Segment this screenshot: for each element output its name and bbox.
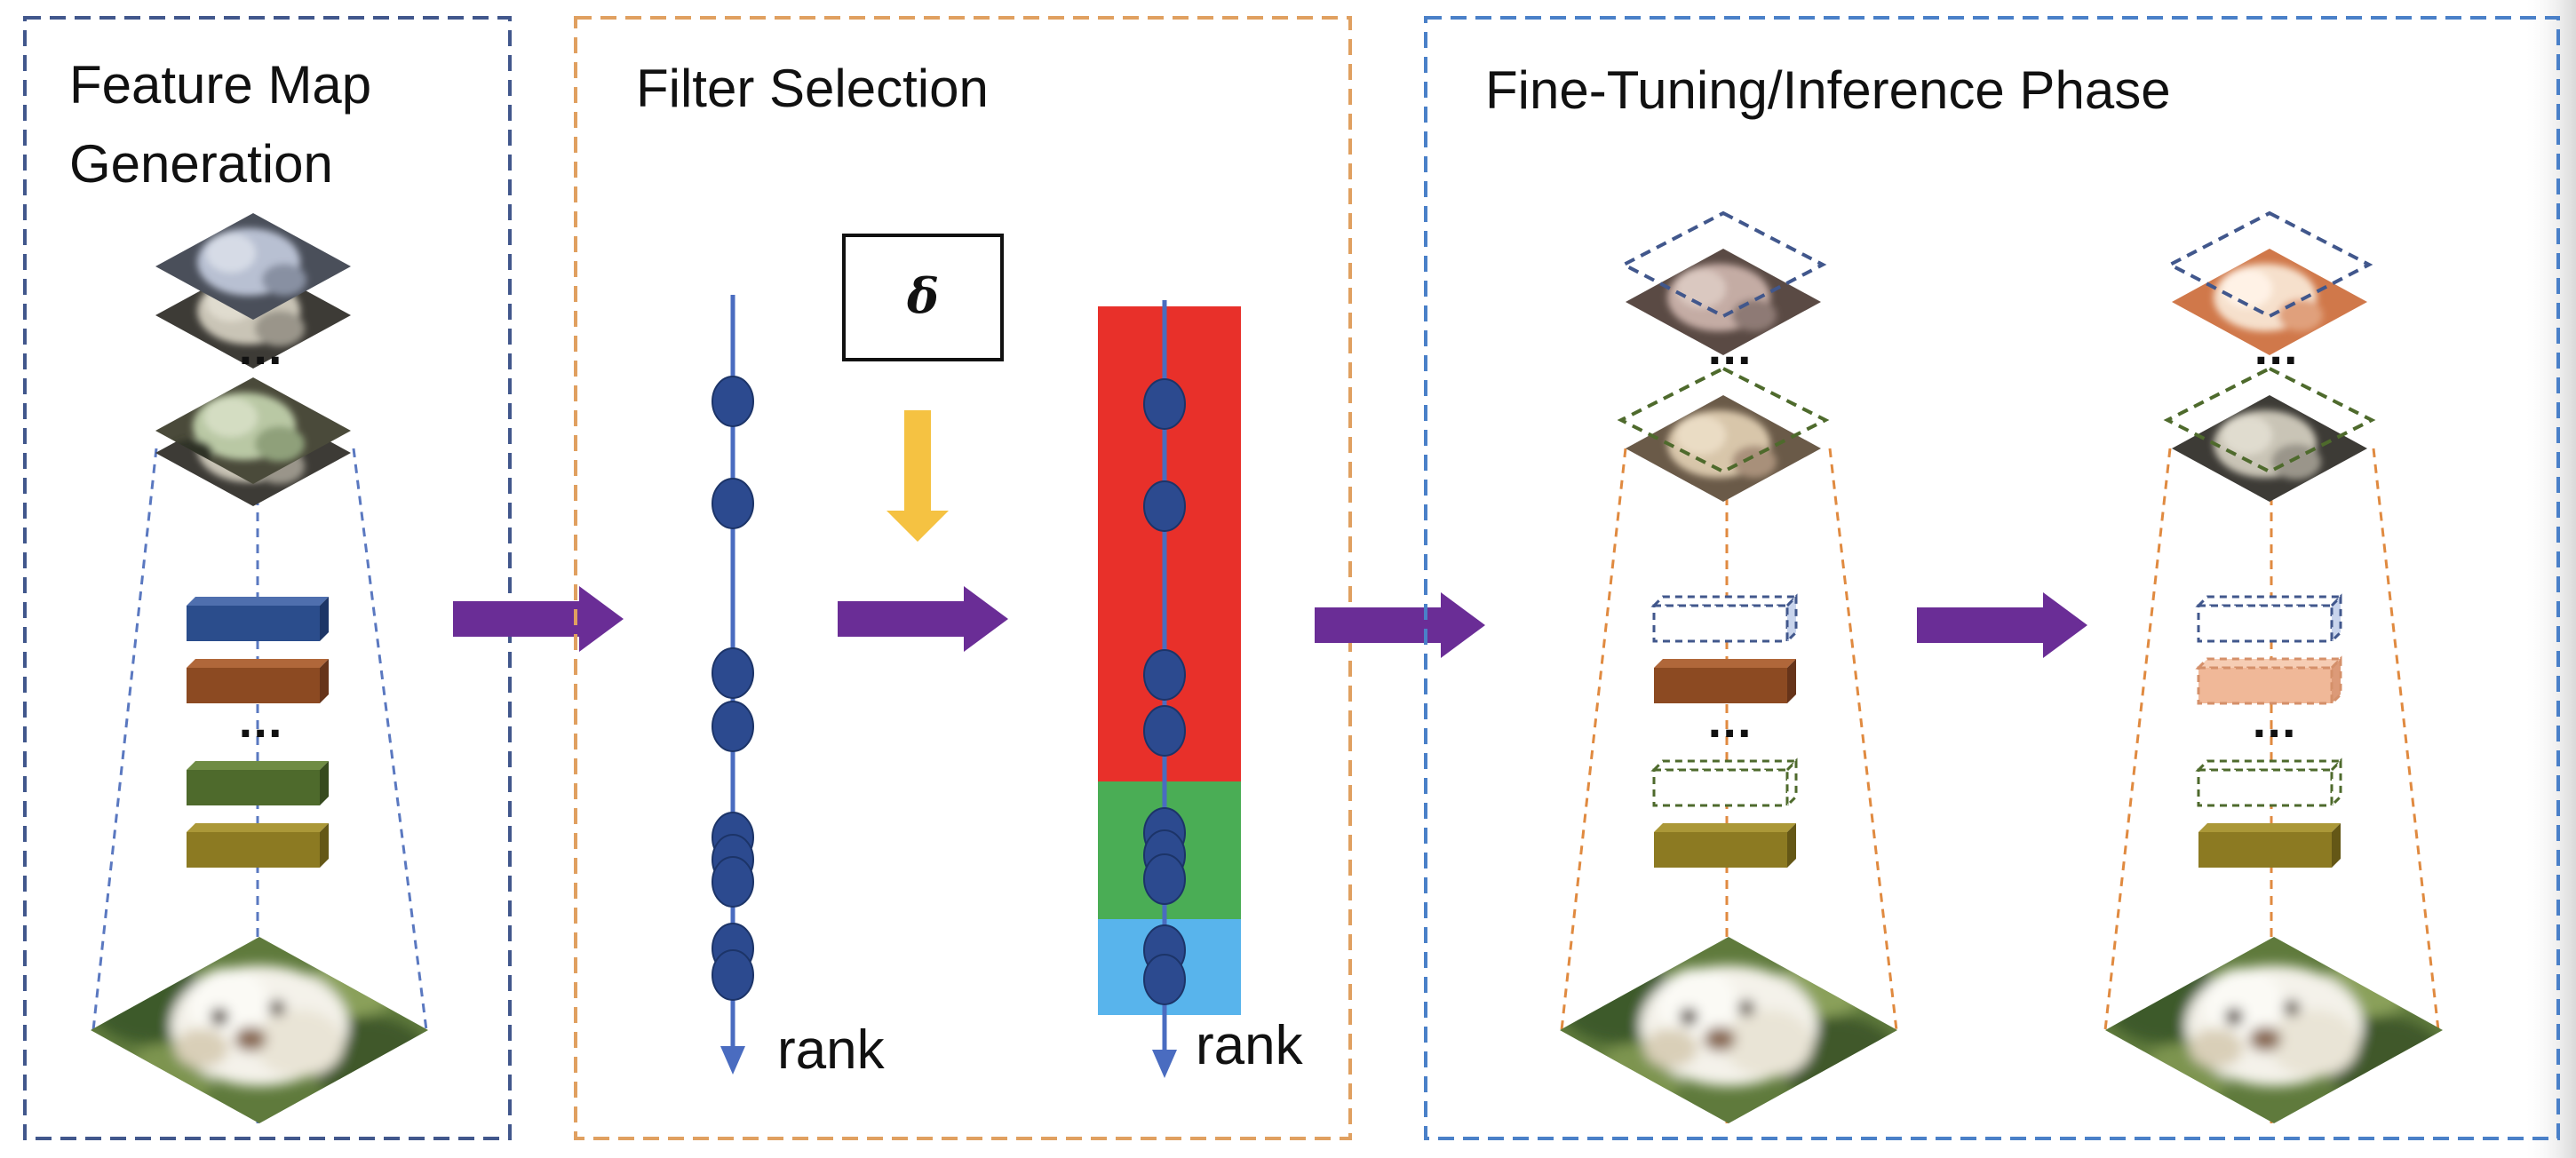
pruned-map-outline [1617,366,1830,474]
model-inference: ... ... [2103,210,2443,1123]
ellipsis-icon: ... [2252,702,2296,747]
pruned-map-outline [1619,210,1827,319]
rank-node [1143,853,1186,905]
panel-title: Filter Selection [636,59,989,118]
rank-node [712,949,754,1001]
flow-arrow-2 [838,586,1008,652]
threshold-box [842,234,1004,361]
input-image [91,937,428,1123]
input-image [1560,937,1897,1123]
ellipsis-icon: ... [1707,329,1752,374]
panel-title-line2: Generation [69,134,333,194]
rank-node [712,647,754,699]
filter-block-olive [2198,823,2341,868]
flow-arrow-1 [453,586,624,652]
rank-nodes [712,376,754,1001]
filter-block-pruned-green [1652,759,1798,807]
input-image [2105,937,2443,1123]
filter-block-green [187,761,329,805]
panel-border [1424,16,2560,1140]
filter-block-pruned-blue [1652,595,1798,643]
panel-border [574,16,1352,1140]
panel-border [23,16,512,1140]
threshold-arrow [886,410,949,542]
rank-node [712,376,754,427]
rank-axis-unsorted: rank [712,295,886,1081]
ellipsis-icon: ... [238,329,282,374]
pruned-map-outline [2163,366,2376,474]
rank-node [712,478,754,529]
panel-title: Fine-Tuning/Inference Phase [1485,60,2171,120]
feature-map-image [1626,395,1821,502]
panel-feature-map-generation: Feature Map Generation ... ... [23,16,512,1140]
filter-block-pruned-green [2197,759,2342,807]
filter-block-brown [1654,659,1796,703]
ellipsis-icon: ... [1707,702,1752,747]
filter-block-pruned-blue [2197,595,2342,643]
rank-node [712,856,754,908]
ranked-groups: rank [1098,300,1304,1078]
rank-axis-label: rank [1196,1015,1304,1076]
rank-node [1143,649,1186,701]
filter-block-blue [187,597,329,641]
panel-filter-selection: Filter Selection δ rank rank [574,16,1352,1140]
rank-nodes [1143,378,1186,1005]
feature-map-image [2172,395,2367,502]
rank-node [712,701,754,752]
rank-axis-label: rank [777,1019,886,1081]
page-edge-shadow [2523,0,2576,1158]
filter-block-brown [187,659,329,703]
flow-arrow-3 [1315,592,1485,658]
panel-fine-tuning-inference: Fine-Tuning/Inference Phase ... ... [1424,16,2560,1140]
threshold-symbol: δ [906,267,939,324]
pruned-map-outline [2166,210,2373,319]
panel-title-line1: Feature Map [69,55,371,115]
ellipsis-icon: ... [2254,329,2298,374]
ellipsis-icon: ... [238,702,282,747]
flow-arrow-4 [1917,592,2087,658]
rank-node [1143,954,1186,1005]
rank-node [1143,480,1186,532]
rank-node [1143,378,1186,430]
filter-block-peach [2197,657,2342,705]
rank-node [1143,705,1186,757]
filter-block-olive [1654,823,1796,868]
filter-block-olive [187,823,329,868]
model-fine-tuning: ... ... [1560,210,1898,1123]
